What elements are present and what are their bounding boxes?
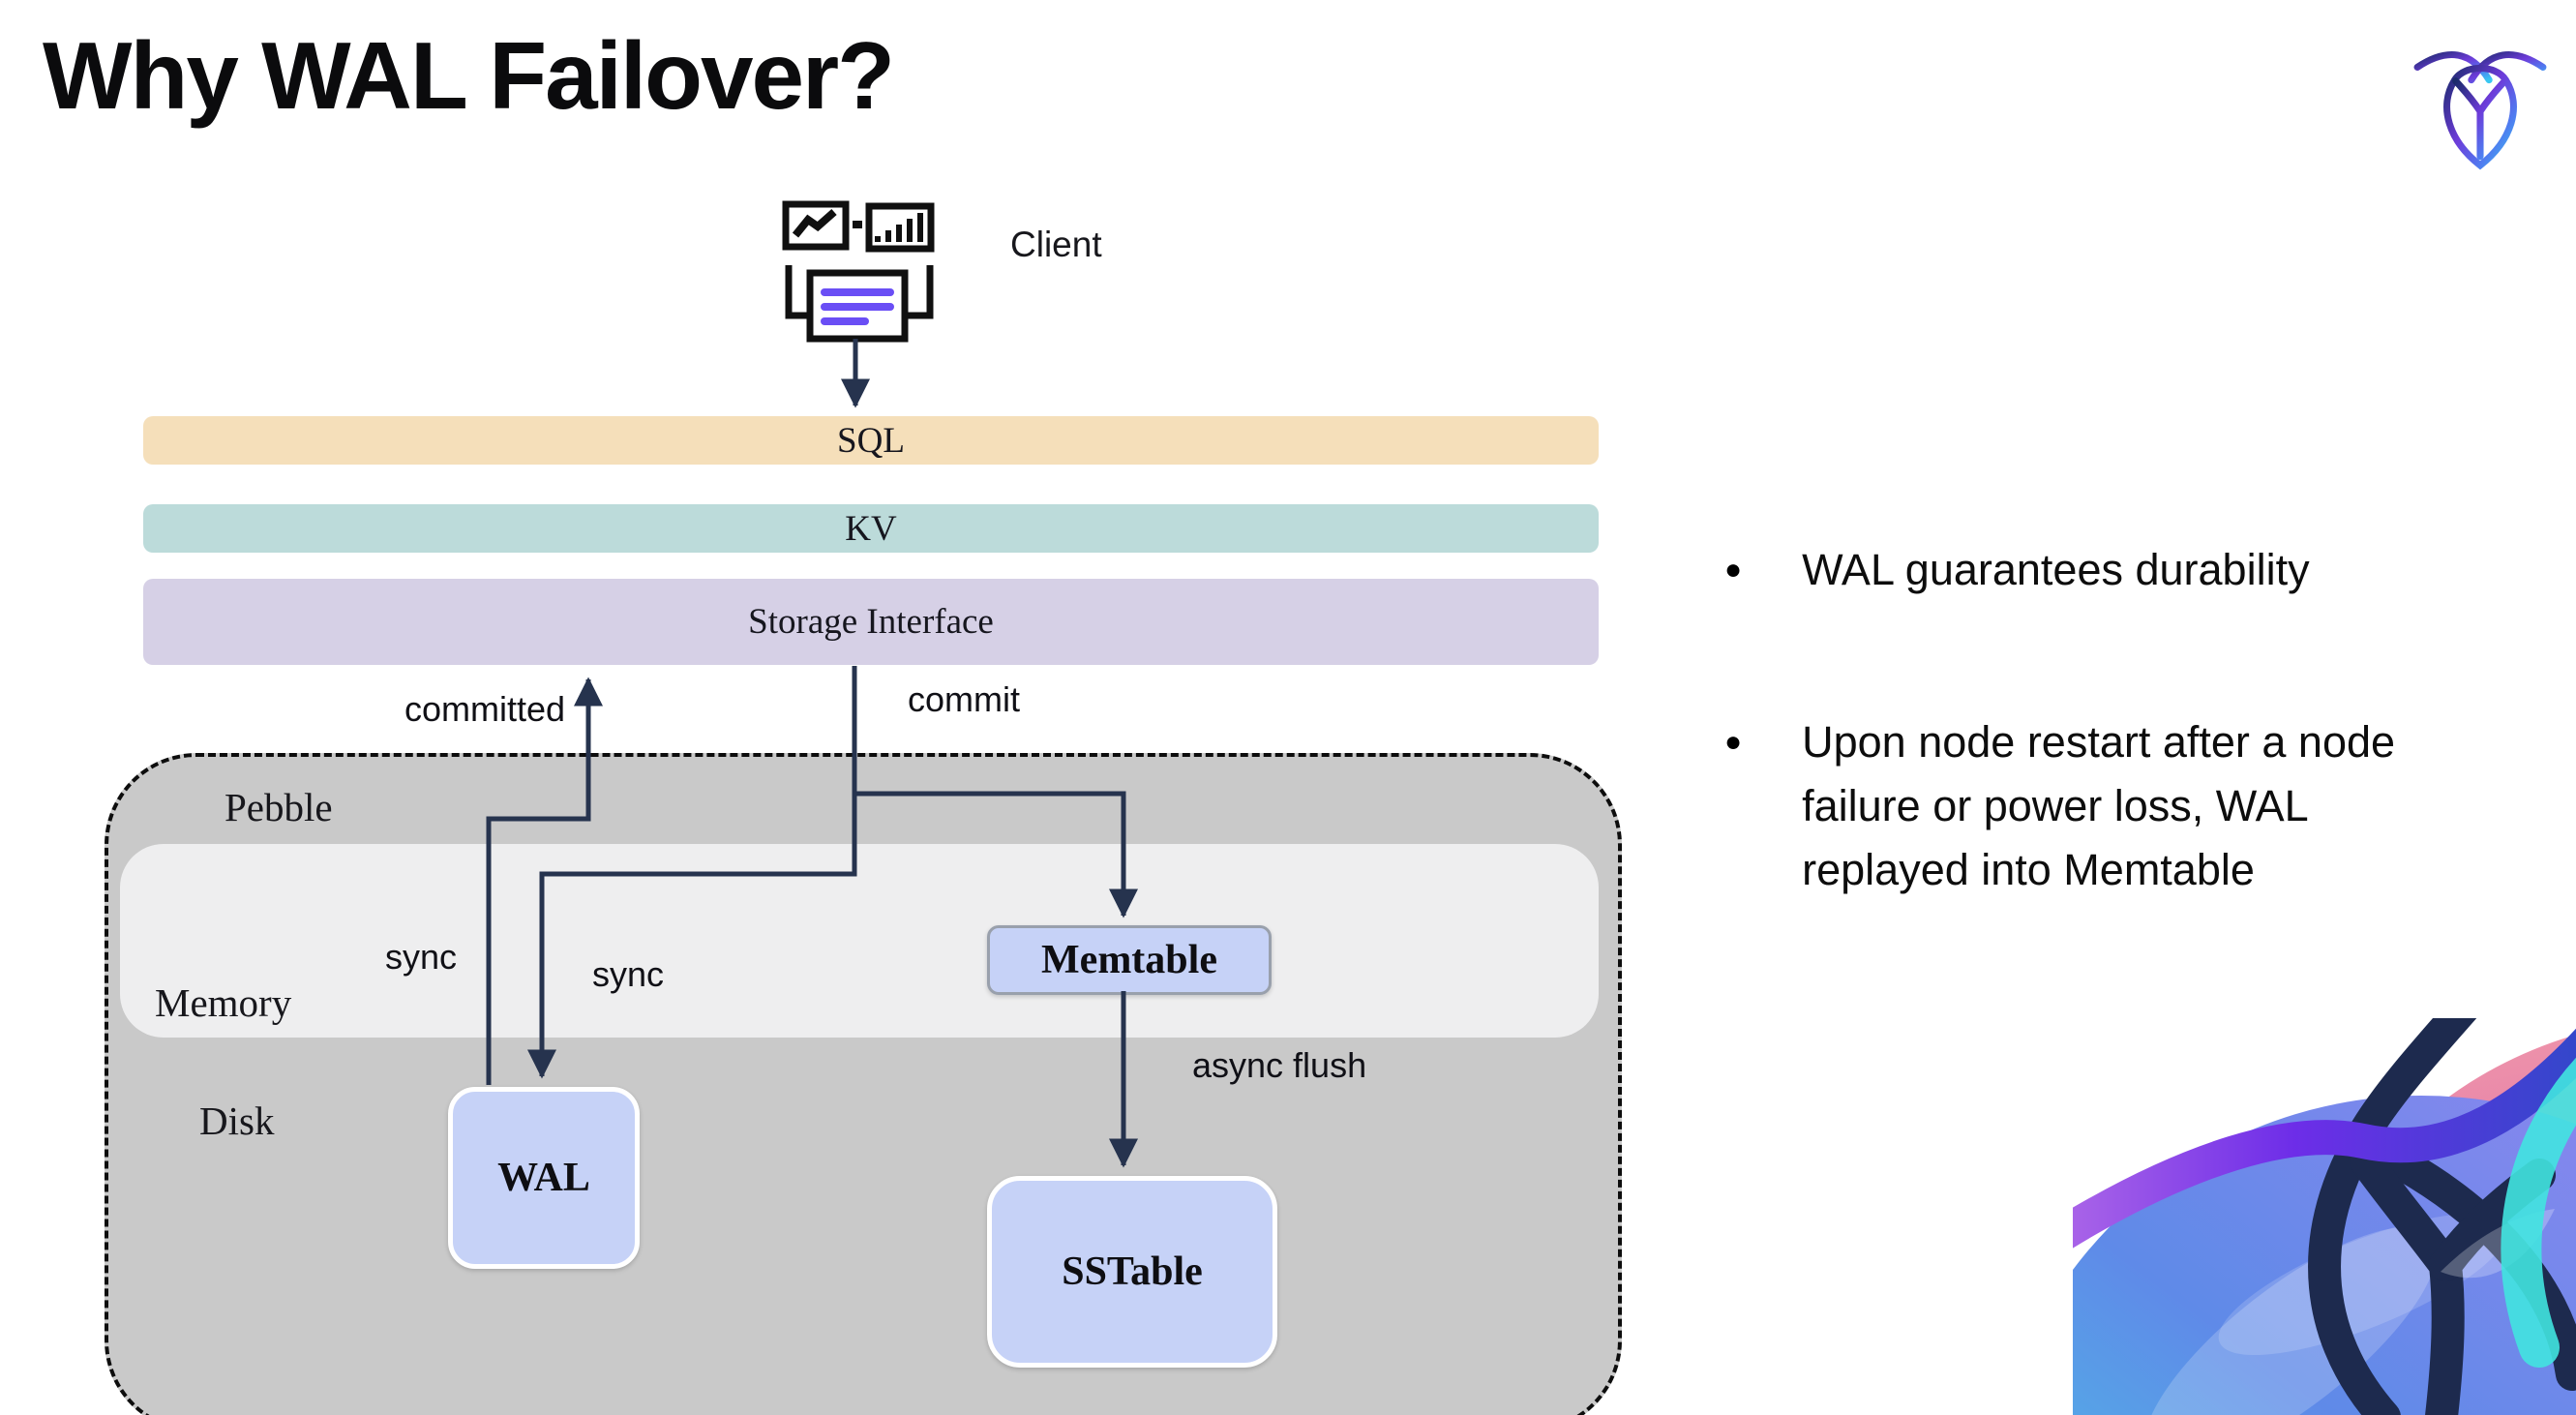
async-flush-edge-label: async flush (1192, 1045, 1367, 1085)
layer-bar-kv: KV (143, 504, 1599, 553)
bullet-item: ● Upon node restart after a node failure… (1724, 710, 2508, 902)
cockroachdb-sphere-art (2073, 1018, 2576, 1415)
memory-label: Memory (155, 980, 292, 1025)
layer-label-kv: KV (845, 508, 897, 549)
wal-label: WAL (497, 1156, 590, 1200)
layer-label-storage-interface: Storage Interface (748, 602, 994, 642)
pebble-label: Pebble (225, 785, 333, 829)
bullet-text: WAL guarantees durability (1802, 545, 2310, 594)
commit-edge-label: commit (908, 679, 1020, 719)
bullet-item: ● WAL guarantees durability (1724, 538, 2508, 602)
sstable-label: SSTable (1062, 1249, 1203, 1294)
teal-arc (2501, 1057, 2576, 1368)
layer-bar-storage-interface: Storage Interface (143, 579, 1599, 665)
sync-write-edge-label: sync (592, 954, 665, 994)
memtable-label: Memtable (1041, 938, 1217, 982)
bullet-list: ● WAL guarantees durability ● Upon node … (1724, 538, 2508, 1010)
client-workstation-icon (782, 200, 935, 343)
page-title: Why WAL Failover? (43, 22, 895, 129)
layer-bar-sql: SQL (143, 416, 1599, 465)
bullet-marker: ● (1724, 554, 1743, 586)
cockroachdb-logo-icon (2413, 50, 2547, 170)
bullet-marker: ● (1724, 726, 1743, 758)
sync-ack-edge-label: sync (385, 937, 458, 977)
bullet-text: Upon node restart after a node failure o… (1802, 717, 2396, 894)
wal-box: WAL (448, 1087, 640, 1269)
layer-label-sql: SQL (837, 420, 905, 461)
client-label: Client (1010, 225, 1102, 264)
memory-band (120, 844, 1599, 1038)
sstable-box: SSTable (987, 1176, 1277, 1368)
memtable-box: Memtable (987, 925, 1272, 995)
committed-edge-label: committed (404, 689, 566, 729)
disk-label: Disk (199, 1099, 275, 1143)
purple-antenna-arc (2073, 1028, 2576, 1249)
